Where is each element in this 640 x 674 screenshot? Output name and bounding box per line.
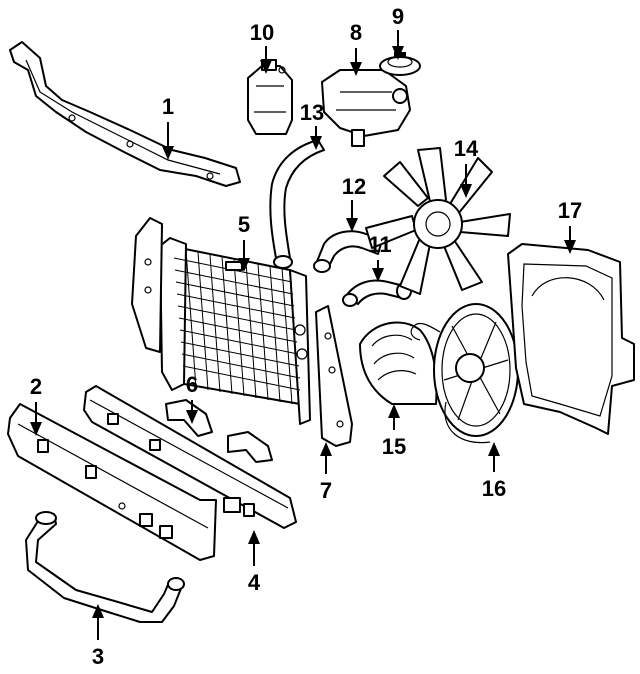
part-7-side-seal (315, 305, 353, 447)
part-17-large-shroud (507, 243, 635, 435)
arrowhead-3 (92, 604, 104, 618)
part-13-upper-hose (269, 139, 325, 269)
arrowhead-9 (392, 46, 404, 60)
callout-16: 16 (482, 476, 506, 501)
callout-12: 12 (342, 174, 366, 199)
part-6-mounts (165, 399, 273, 463)
arrowhead-6 (186, 410, 198, 424)
callout-5: 5 (238, 212, 250, 237)
callout-3: 3 (92, 644, 104, 669)
part-2-bumper-bar (7, 403, 217, 561)
callout-15: 15 (382, 434, 406, 459)
arrowhead-10 (260, 60, 272, 74)
part-9-cap (379, 52, 421, 76)
part-12-hose (313, 230, 383, 273)
arrowhead-16 (488, 442, 500, 456)
arrowhead-14 (460, 184, 472, 198)
callout-6: 6 (186, 372, 198, 397)
callout-11: 11 (368, 232, 391, 257)
part-5-radiator (159, 237, 311, 425)
part-15-shroud (359, 321, 438, 405)
arrowhead-2 (30, 422, 42, 436)
part-3-lower-brace (25, 511, 185, 623)
arrowhead-1 (162, 146, 174, 160)
leader-lines (30, 30, 576, 640)
arrowhead-4 (248, 530, 260, 544)
part-14-fan-blade (365, 147, 511, 295)
part-4-reinforcement-bar (83, 385, 297, 529)
callout-14: 14 (454, 136, 479, 161)
callout-13: 13 (300, 100, 324, 125)
radiator-left-bracket (131, 217, 163, 353)
arrowhead-13 (310, 136, 322, 150)
callout-2: 2 (30, 374, 42, 399)
arrowhead-11 (372, 268, 384, 282)
callout-7: 7 (320, 478, 332, 503)
callout-8: 8 (350, 20, 362, 45)
callout-17: 17 (558, 198, 582, 223)
callout-labels: 1 2 3 4 5 6 7 8 9 10 11 12 13 14 15 16 1… (30, 4, 582, 669)
part-10-bottle (247, 59, 293, 135)
callout-9: 9 (392, 4, 404, 29)
part-1-upper-support (9, 41, 241, 187)
arrowhead-17 (564, 240, 576, 254)
callout-1: 1 (162, 94, 174, 119)
arrowhead-8 (350, 62, 362, 76)
part-16-electric-fan (410, 303, 519, 444)
callout-4: 4 (248, 570, 261, 595)
arrowhead-12 (346, 218, 358, 232)
arrowhead-15 (388, 404, 400, 418)
arrowhead-5 (238, 258, 250, 272)
arrowhead-7 (320, 442, 332, 456)
callout-10: 10 (250, 20, 274, 45)
part-8-expansion-tank (321, 69, 411, 147)
